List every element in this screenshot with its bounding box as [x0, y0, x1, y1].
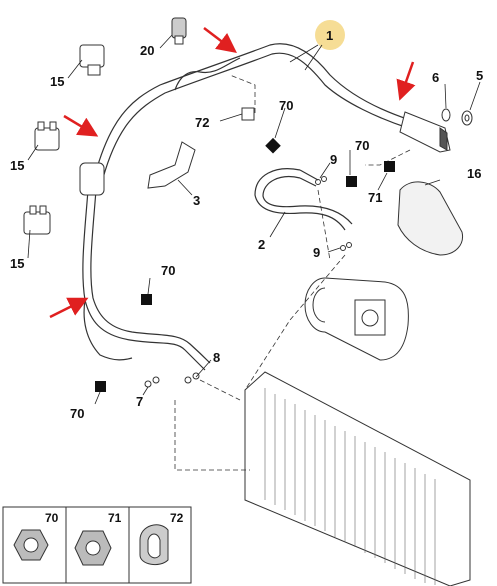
legend-label-71: 71: [108, 511, 122, 525]
callout-16: 16: [467, 166, 481, 181]
legend-label-70: 70: [45, 511, 59, 525]
callout-70-bottom: 70: [70, 406, 84, 421]
bracket-16: [397, 181, 464, 256]
legend-nut-70: 70: [13, 511, 59, 561]
leader-lines: [27, 34, 481, 405]
callout-15-middle: 15: [10, 158, 24, 173]
compressor: [304, 277, 409, 361]
callout-20: 20: [140, 43, 154, 58]
seals-small: [144, 176, 352, 388]
pipe-1: [94, 43, 411, 179]
callout-9-top: 9: [330, 152, 337, 167]
legend-clip-72: 72: [139, 511, 184, 566]
callout-3: 3: [193, 193, 200, 208]
condenser: [244, 371, 471, 586]
callout-6: 6: [432, 70, 439, 85]
callout-7: 7: [136, 394, 143, 409]
callout-15-bottom: 15: [10, 256, 24, 271]
legend-box: 70 71 72: [2, 506, 192, 584]
callout-70-top: 70: [279, 98, 293, 113]
pipe-lower: [82, 189, 211, 371]
callout-9-bottom: 9: [313, 245, 320, 260]
callout-8: 8: [213, 350, 220, 365]
nut-symbols: [95, 137, 395, 392]
pipe-1-end-fitting: [399, 111, 451, 153]
pipe-2: [254, 168, 353, 231]
highlight-circle-1: [315, 20, 345, 50]
clip-72: [241, 107, 255, 121]
callout-72: 72: [195, 115, 209, 130]
clip-15-middle: [34, 121, 60, 151]
clip-15-top: [79, 44, 105, 76]
legend-nut-71: 71: [74, 511, 122, 566]
callout-71: 71: [368, 190, 382, 205]
callout-1: 1: [326, 28, 333, 43]
valve-cap-20: [171, 17, 187, 45]
red-arrows: [49, 27, 416, 319]
callout-15-top: 15: [50, 74, 64, 89]
clip-15-bottom: [23, 205, 51, 235]
bracket-3: [147, 141, 196, 189]
legend-label-72: 72: [170, 511, 184, 525]
assembly-lines: [174, 74, 411, 471]
callout-labels: 1 20 15 15 15 72 3 6 5 70 70 9 71 16 2 9…: [10, 28, 483, 421]
callout-70-middle: 70: [161, 263, 175, 278]
callout-2: 2: [258, 237, 265, 252]
muffler: [79, 162, 105, 196]
seals-5-6: [441, 108, 473, 126]
callout-70-right: 70: [355, 138, 369, 153]
callout-5: 5: [476, 68, 483, 83]
